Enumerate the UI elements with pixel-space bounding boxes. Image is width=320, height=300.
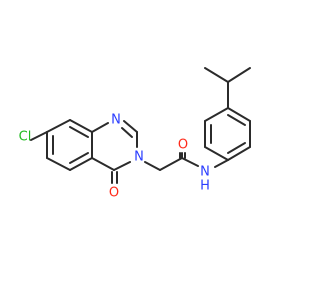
bond-n3-c4 — [113, 161, 131, 171]
atom-cl: Cl — [19, 130, 32, 145]
atom-nh: N — [200, 165, 210, 180]
bond-n1-c2 — [123, 120, 138, 133]
bond-n1-c2-double — [121, 127, 133, 138]
bond-ar6-ar1-double — [227, 142, 246, 154]
molecule-structure: Cl N N O O N H — [19, 67, 251, 201]
bond-ar3-ar4 — [204, 107, 229, 122]
atom-n3: N — [134, 150, 144, 165]
atom-o-amide: O — [178, 138, 188, 153]
atom-n1: N — [111, 113, 121, 128]
bond-c8-c8a — [69, 119, 93, 133]
bond-ch-me2 — [227, 67, 251, 83]
bond-cl-c7 — [30, 131, 48, 141]
atom-o4: O — [109, 186, 119, 201]
bond-c7-c8 — [46, 119, 71, 133]
bond-nh-aryl — [214, 159, 229, 168]
bond-c4a-c5 — [69, 157, 93, 171]
bond-co-nh — [181, 157, 199, 167]
bond-ar4-ar5-double — [227, 114, 246, 126]
atom-nh-h: H — [200, 179, 210, 194]
bond-c8a-n1 — [91, 122, 109, 133]
bond-ch-me1 — [204, 67, 229, 83]
bond-c5-c6 — [46, 157, 71, 171]
atom-labels: Cl N N O O N H — [19, 113, 210, 201]
bonds — [30, 67, 251, 184]
bond-c8-c8a-double — [69, 126, 89, 138]
bond-ar4-ar5 — [227, 107, 251, 122]
bond-c4a-c5-double — [69, 152, 89, 164]
bond-ar1-ar2 — [204, 146, 229, 161]
bond-ch2-co — [159, 157, 183, 171]
bond-n3-ch2 — [144, 161, 161, 171]
bond-c4-c4a — [91, 157, 115, 171]
bond-ar6-ar1 — [227, 146, 251, 161]
molecule-svg: Cl N N O O N H — [19, 67, 251, 201]
